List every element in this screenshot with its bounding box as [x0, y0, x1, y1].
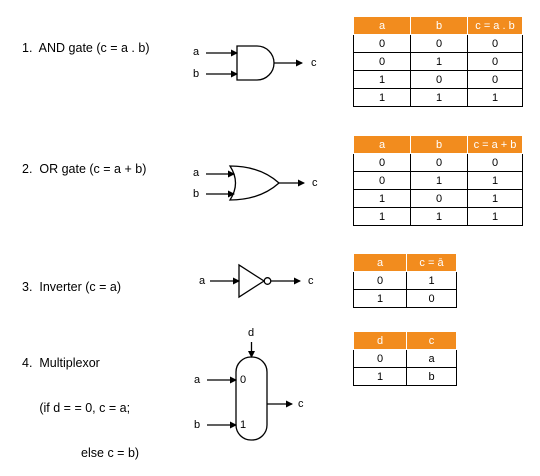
or-truth-table: a b c = a + b 0 0 0 0 1 1 1 0 1 1 1 1 [353, 135, 523, 226]
table-cell: 0 [467, 153, 523, 172]
mux-col-d: d [353, 331, 407, 350]
table-row: 1 0 [353, 289, 457, 308]
table-row: 0 a [353, 349, 457, 368]
table-cell: 0 [406, 289, 457, 308]
inverter-symbol [210, 263, 301, 299]
table-cell: 0 [467, 70, 523, 89]
table-cell: 0 [353, 171, 411, 190]
inv-col-a: a [353, 253, 407, 272]
inv-col-c: c = ā [406, 253, 457, 272]
table-cell: 0 [467, 52, 523, 71]
title-line: 3. Inverter (c = a) [22, 280, 121, 294]
table-cell: 0 [410, 153, 468, 172]
table-cell: 1 [467, 207, 523, 226]
multiplexor-symbol [207, 342, 293, 441]
or-input-a-label: a [193, 167, 200, 179]
table-row: 1 0 0 [353, 70, 523, 89]
table-row: 0 0 0 [353, 34, 523, 53]
table-cell: b [406, 367, 457, 386]
table-cell: 1 [410, 207, 468, 226]
table-cell: 1 [406, 271, 457, 290]
and-output-c-label: c [311, 57, 317, 69]
or-input-b-label: b [193, 188, 200, 200]
mux-select-d-label: d [248, 327, 255, 339]
table-row: 1 1 1 [353, 207, 523, 226]
table-cell: 1 [353, 70, 411, 89]
table-row: 1 b [353, 367, 457, 386]
or-gate-symbol [206, 165, 305, 201]
mux-col-c: c [406, 331, 457, 350]
table-row: 0 1 0 [353, 52, 523, 71]
mux-port-0-label: 0 [240, 374, 247, 386]
title-line: 2. OR gate (c = a + b) [22, 162, 147, 176]
table-row: 0 0 0 [353, 153, 523, 172]
and-col-c: c = a . b [467, 16, 523, 35]
mux-input-b-label: b [194, 419, 201, 431]
title-line: 1. AND gate (c = a . b) [22, 41, 150, 55]
mux-port-1-label: 1 [240, 419, 247, 431]
and-col-b: b [410, 16, 468, 35]
or-gate-title: 2. OR gate (c = a + b) [22, 132, 146, 192]
table-cell: 1 [353, 189, 411, 208]
and-gate-symbol [206, 45, 303, 81]
table-cell: 1 [353, 88, 411, 107]
mux-input-a-label: a [194, 374, 201, 386]
and-input-b-label: b [193, 68, 200, 80]
multiplexor-truth-table: d c 0 a 1 b [353, 331, 457, 386]
table-cell: 0 [353, 34, 411, 53]
title-line: (if d = = 0, c = a; [22, 401, 131, 415]
title-line: 4. Multiplexor [22, 356, 100, 370]
table-cell: 1 [467, 88, 523, 107]
table-row: 0 1 [353, 271, 457, 290]
inverter-title: 3. Inverter (c = a) [22, 250, 121, 310]
table-cell: 1 [353, 289, 407, 308]
table-cell: 0 [353, 349, 407, 368]
table-cell: 1 [467, 189, 523, 208]
table-cell: 0 [353, 52, 411, 71]
or-col-c: c = a + b [467, 135, 523, 154]
table-row: 1 1 1 [353, 88, 523, 107]
inverter-output-c-label: c [308, 275, 314, 287]
inverter-truth-table: a c = ā 0 1 1 0 [353, 253, 457, 308]
table-cell: 0 [353, 153, 411, 172]
table-cell: 0 [410, 189, 468, 208]
table-cell: 1 [353, 367, 407, 386]
table-row: 0 1 1 [353, 171, 523, 190]
table-cell: 0 [410, 70, 468, 89]
table-cell: 1 [467, 171, 523, 190]
table-cell: a [406, 349, 457, 368]
multiplexor-title: 4. Multiplexor (if d = = 0, c = a; else … [22, 326, 139, 476]
inverter-input-a-label: a [199, 275, 206, 287]
table-cell: 1 [410, 171, 468, 190]
or-col-b: b [410, 135, 468, 154]
or-output-c-label: c [312, 177, 318, 189]
table-cell: 1 [410, 88, 468, 107]
table-cell: 1 [353, 207, 411, 226]
and-gate-title: 1. AND gate (c = a . b) [22, 11, 150, 71]
and-truth-table: a b c = a . b 0 0 0 0 1 0 1 0 0 1 1 1 [353, 16, 523, 107]
table-cell: 0 [467, 34, 523, 53]
mux-output-c-label: c [298, 398, 304, 410]
table-cell: 0 [410, 34, 468, 53]
table-row: 1 0 1 [353, 189, 523, 208]
title-line: else c = b) [22, 446, 140, 460]
table-cell: 1 [410, 52, 468, 71]
or-col-a: a [353, 135, 411, 154]
and-input-a-label: a [193, 46, 200, 58]
and-col-a: a [353, 16, 411, 35]
table-cell: 0 [353, 271, 407, 290]
